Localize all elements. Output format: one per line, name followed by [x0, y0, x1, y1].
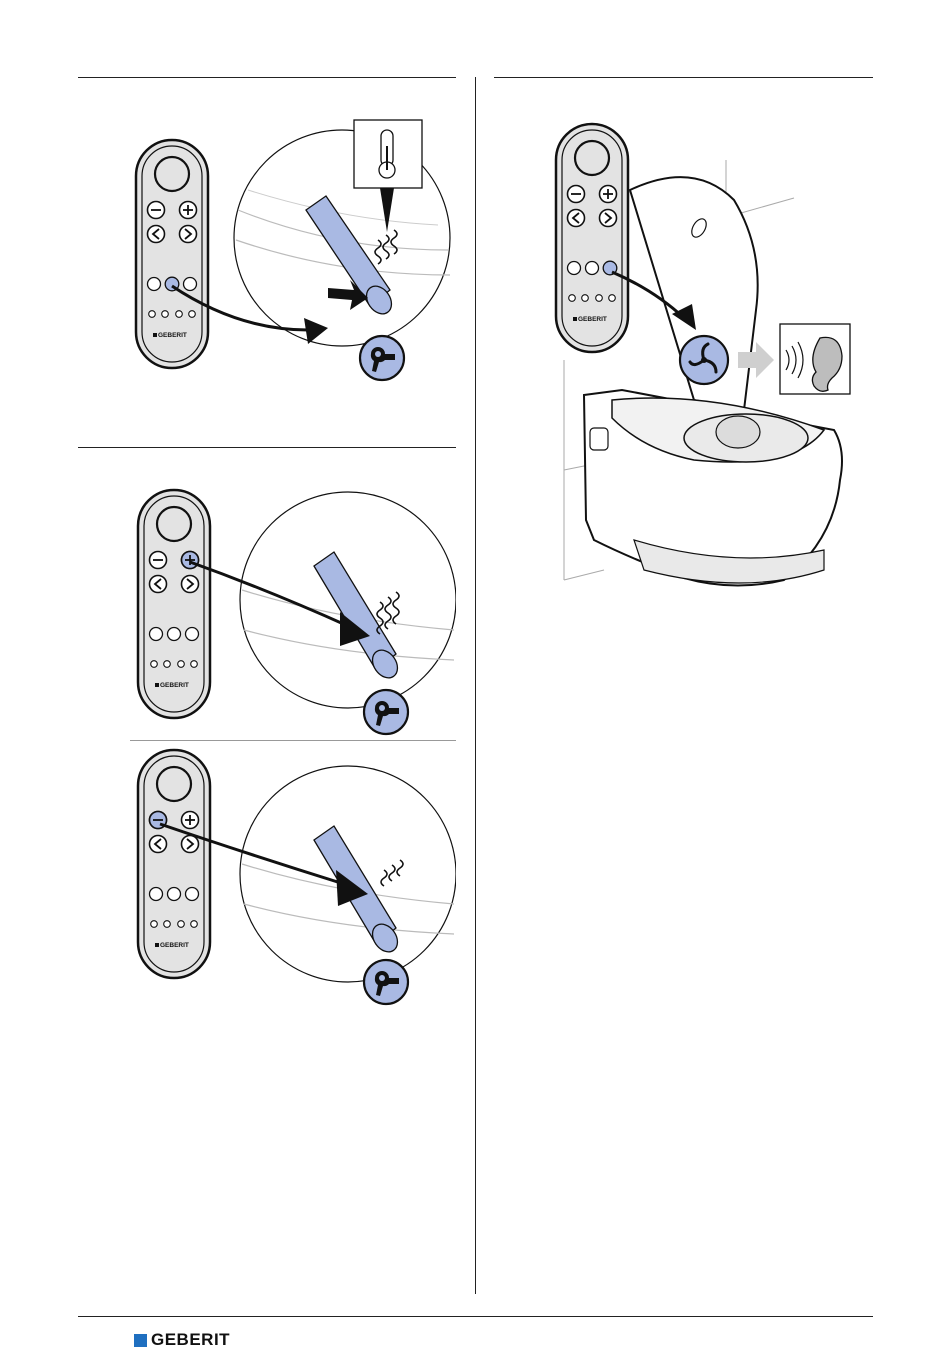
- panel-dryer-increase: GEBERIT: [78, 470, 456, 740]
- brand-name: GEBERIT: [151, 1330, 230, 1350]
- remote-brand-label: GEBERIT: [160, 682, 189, 689]
- dryer-icon: [364, 690, 408, 734]
- top-rule-right: [494, 77, 873, 78]
- panel-dryer-activate: GEBERIT: [78, 100, 456, 430]
- dryer-activate-illustration: GEBERIT: [78, 100, 456, 430]
- odour-extraction-illustration: GEBERIT: [494, 100, 873, 600]
- dryer-decrease-illustration: GEBERIT: [78, 744, 456, 1014]
- toilet: [584, 390, 842, 586]
- brand-square-icon: [134, 1334, 147, 1347]
- dryer-icon: [360, 336, 404, 380]
- ear-icon: [780, 324, 850, 394]
- subsection-rule: [130, 740, 456, 741]
- dryer-icon: [364, 960, 408, 1004]
- remote-brand-label: GEBERIT: [160, 942, 189, 949]
- dryer-increase-illustration: GEBERIT: [78, 470, 456, 740]
- top-rule-left: [78, 77, 456, 78]
- column-divider: [475, 77, 476, 1294]
- fan-icon: [680, 336, 728, 384]
- footer-rule: [78, 1316, 873, 1317]
- footer-brand-logo: GEBERIT: [134, 1330, 230, 1350]
- panel-odour-extraction: GEBERIT: [494, 100, 873, 600]
- panel-dryer-decrease: GEBERIT: [78, 744, 456, 1014]
- remote-brand-label: GEBERIT: [578, 316, 607, 323]
- section-rule-left: [78, 447, 456, 448]
- remote-brand-label: GEBERIT: [158, 332, 187, 339]
